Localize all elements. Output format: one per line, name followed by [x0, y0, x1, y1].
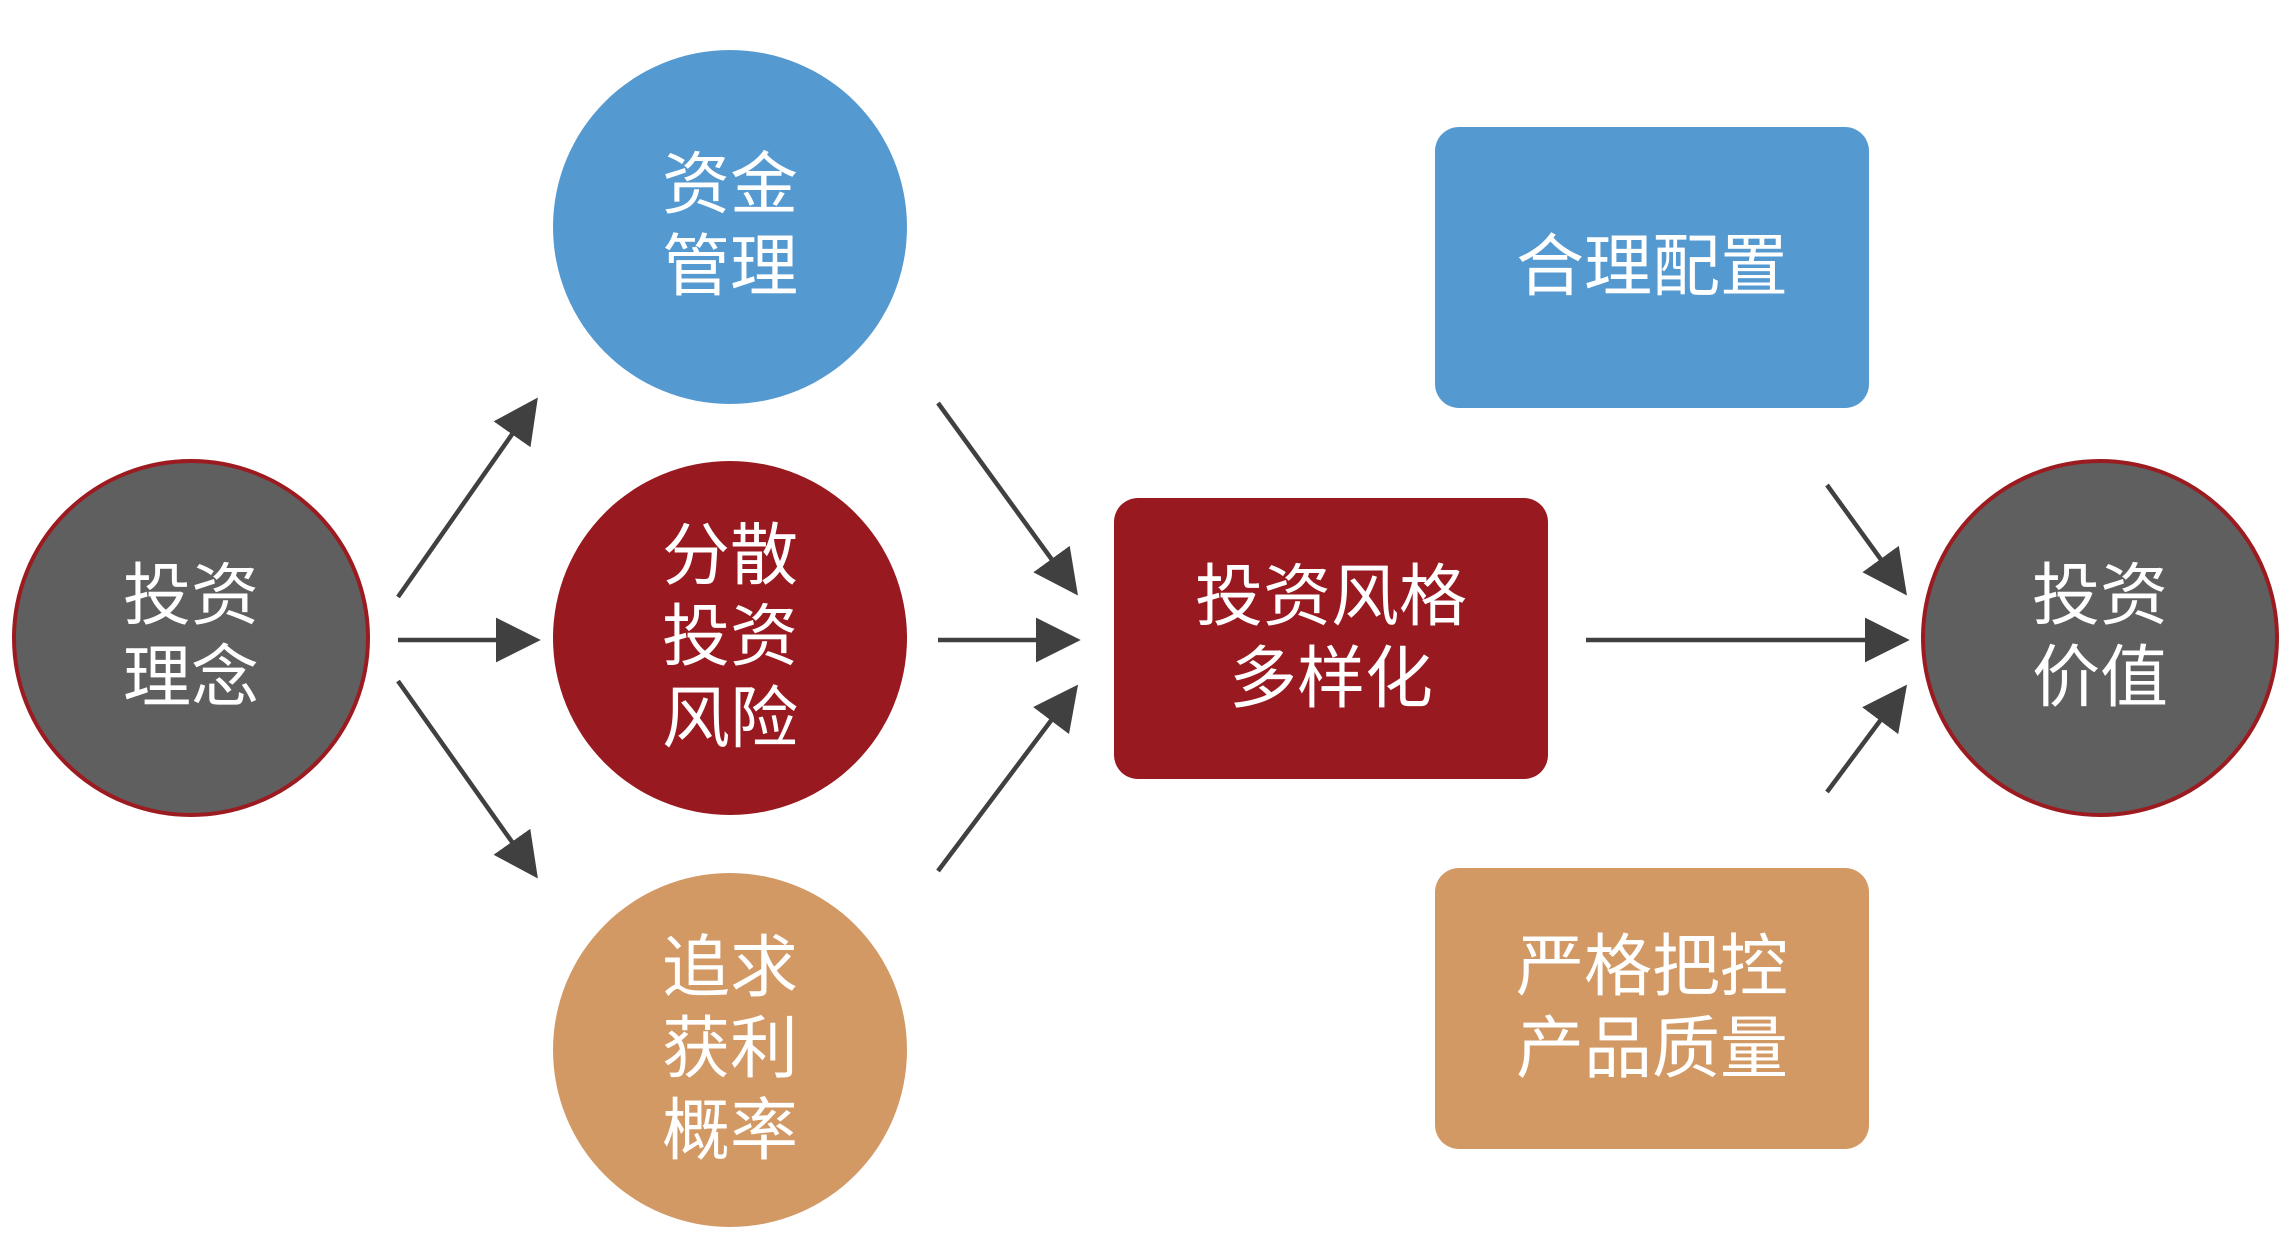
- node-rational-allocation-line-1: 合理配置: [1515, 227, 1788, 307]
- arrow-fund-to-style: [936, 401, 1078, 596]
- node-investment-value: 投资 价值: [1921, 459, 2279, 817]
- node-investment-value-label: 投资 价值: [2032, 556, 2168, 719]
- node-investment-philosophy-line-1: 投资: [122, 557, 259, 637]
- node-diversify-risk-line-3: 风险: [661, 679, 798, 759]
- node-quality-control-line-1: 严格把控: [1515, 927, 1788, 1007]
- node-quality-control: 严格把控 产品质量: [1435, 868, 1869, 1149]
- node-diversify-risk-label: 分散 投资 风险: [662, 516, 798, 761]
- node-profit-probability-line-1: 追求: [661, 928, 798, 1008]
- node-diversified-style-line-1: 投资风格: [1194, 557, 1467, 637]
- node-rational-allocation-label: 合理配置: [1516, 227, 1788, 309]
- node-investment-value-line-2: 价值: [2031, 639, 2168, 718]
- arrow-allocation-to-value: [1825, 483, 1907, 596]
- node-profit-probability-line-3: 概率: [661, 1091, 798, 1171]
- node-fund-management-line-1: 资金: [661, 146, 798, 226]
- node-investment-value-line-1: 投资: [2031, 557, 2168, 637]
- node-profit-probability-line-2: 获利: [661, 1010, 798, 1090]
- arrow-philosophy-to-profit: [396, 679, 538, 879]
- arrow-profit-to-style: [936, 684, 1079, 873]
- node-profit-probability-label: 追求 获利 概率: [662, 928, 798, 1173]
- node-diversified-style: 投资风格 多样化: [1114, 498, 1548, 779]
- node-investment-philosophy: 投资 理念: [12, 459, 370, 817]
- node-quality-control-label: 严格把控 产品质量: [1516, 927, 1788, 1090]
- node-quality-control-line-2: 产品质量: [1515, 1009, 1788, 1089]
- node-rational-allocation: 合理配置: [1435, 127, 1869, 408]
- node-profit-probability: 追求 获利 概率: [553, 873, 907, 1227]
- node-diversified-style-line-2: 多样化: [1228, 639, 1433, 719]
- node-fund-management-label: 资金 管理: [662, 145, 798, 308]
- node-diversified-style-label: 投资风格 多样化: [1195, 557, 1467, 720]
- node-fund-management-line-2: 管理: [661, 228, 798, 307]
- arrow-philosophy-to-fund: [396, 397, 538, 599]
- node-investment-philosophy-label: 投资 理念: [123, 556, 259, 719]
- node-diversify-risk: 分散 投资 风险: [553, 461, 907, 815]
- node-investment-philosophy-line-2: 理念: [122, 639, 259, 718]
- arrow-quality-to-value: [1825, 684, 1908, 794]
- node-fund-management: 资金 管理: [553, 50, 907, 404]
- node-diversify-risk-line-2: 投资: [661, 598, 798, 678]
- node-diversify-risk-line-1: 分散: [661, 516, 798, 596]
